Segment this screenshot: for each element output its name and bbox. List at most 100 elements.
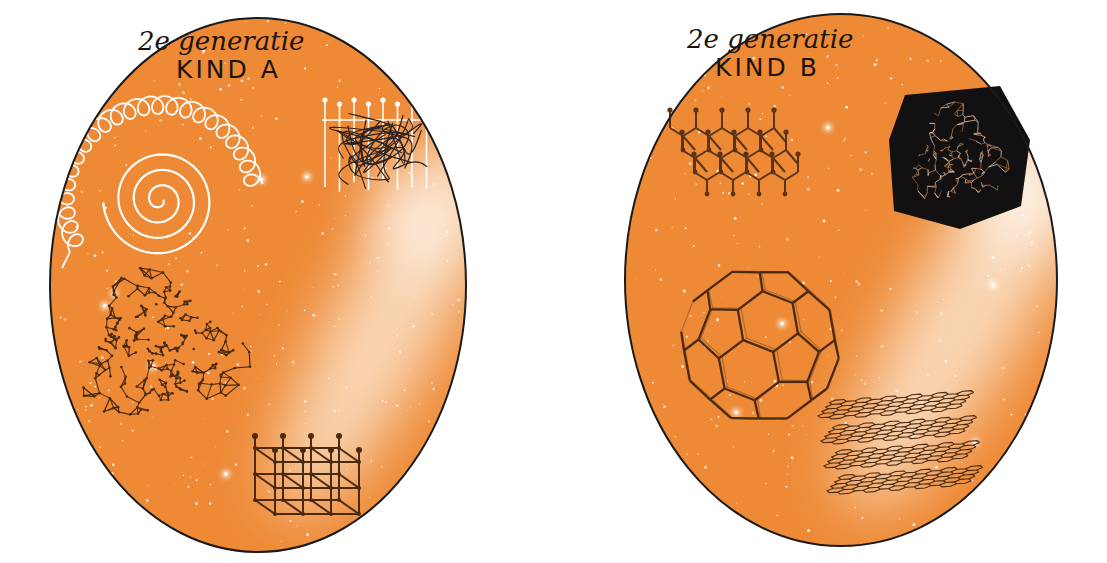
atom-dot <box>174 347 177 350</box>
bond-line <box>681 332 684 351</box>
bond-line <box>119 412 130 414</box>
bond-line <box>915 168 918 170</box>
bond-line <box>951 136 952 137</box>
atom-dot <box>878 377 880 379</box>
bond-line <box>787 400 811 418</box>
bond-line <box>976 168 981 170</box>
atom-dot <box>780 322 784 326</box>
bond-line <box>765 290 795 302</box>
atom-dot <box>114 137 116 139</box>
bond-line <box>303 461 331 463</box>
atom-dot <box>716 170 718 172</box>
atom-dot <box>280 540 282 542</box>
atom-dot <box>305 411 307 413</box>
bond-line <box>972 187 975 188</box>
atom-dot <box>166 367 169 370</box>
atom-dot <box>831 397 834 400</box>
atom-dot <box>194 329 197 332</box>
bond-line <box>139 395 145 403</box>
atom-dot <box>140 408 143 411</box>
bond-line <box>963 115 965 118</box>
atom-dot <box>734 411 738 415</box>
atom-dot <box>685 227 687 229</box>
illustration-part <box>814 390 975 420</box>
atom-dot <box>1003 399 1005 401</box>
atom-dot <box>991 283 995 287</box>
atom-dot <box>165 328 167 330</box>
bond-line <box>958 143 961 147</box>
atom-dot <box>111 355 114 358</box>
atom-dot <box>202 418 204 420</box>
atom-dot <box>128 346 131 349</box>
bond-line <box>829 310 834 340</box>
atom-dot <box>408 172 410 174</box>
bond-line <box>949 171 954 172</box>
atom-dot <box>146 499 148 501</box>
bond-line <box>935 160 936 165</box>
atom-dot <box>890 77 893 80</box>
atom-dot <box>136 315 139 318</box>
bond-line <box>935 186 936 187</box>
bond-line <box>210 331 213 340</box>
atom-dot <box>332 228 333 229</box>
atom-dot <box>452 304 453 305</box>
bond-line <box>963 174 967 176</box>
bond-line <box>283 473 311 475</box>
atom-dot <box>782 384 784 386</box>
atom-dot <box>220 391 223 394</box>
atom-dot <box>253 446 257 450</box>
bond-line <box>695 150 708 158</box>
bond-line <box>943 157 948 161</box>
atom-dot <box>748 267 749 268</box>
bond-line <box>982 186 983 187</box>
atom-dot <box>838 229 840 231</box>
atom-dot <box>112 463 115 466</box>
atom-dot <box>834 296 836 298</box>
child-label: KIND A <box>176 55 281 85</box>
atom-dot <box>304 310 306 312</box>
stars <box>60 20 460 549</box>
atom-dot <box>705 129 710 134</box>
atom-dot <box>279 280 281 282</box>
atom-dot <box>136 385 139 388</box>
atom-dot <box>239 189 240 190</box>
atom-dot <box>874 63 877 66</box>
atom-dot <box>118 318 121 321</box>
bond-line <box>810 351 822 381</box>
atom-dot <box>146 409 149 412</box>
bond-line <box>930 132 933 134</box>
atom-dot <box>175 385 178 388</box>
bond-line <box>324 100 326 187</box>
atom-dot <box>106 270 108 272</box>
atom-dot <box>225 334 228 337</box>
atom-dot <box>209 327 212 330</box>
bond-line <box>933 153 936 155</box>
bond-line <box>283 447 311 449</box>
bond-line <box>311 473 339 475</box>
bond-line <box>255 447 283 449</box>
bond-line <box>916 170 918 174</box>
atom-dot <box>697 454 699 456</box>
atom-dot <box>864 383 866 385</box>
bond-line <box>995 157 1001 163</box>
atom-dot <box>356 447 362 453</box>
atom-dot <box>885 102 887 104</box>
atom-dot <box>286 310 287 311</box>
bond-line <box>995 162 997 164</box>
atom-dot <box>304 67 306 69</box>
bond-line <box>933 146 935 151</box>
atom-dot <box>183 379 186 382</box>
bond-line <box>987 144 990 145</box>
bond-line <box>151 272 163 278</box>
atom-dot <box>795 151 800 156</box>
bond-line <box>988 154 989 156</box>
atom-dot <box>235 463 237 465</box>
bond-line <box>719 340 743 358</box>
atom-dot <box>802 425 803 426</box>
atom-dot <box>281 446 285 450</box>
atom-dot <box>164 386 167 389</box>
atom-dot <box>148 291 151 294</box>
atom-dot <box>782 86 784 88</box>
bond-line <box>707 172 720 180</box>
bond-line <box>964 165 967 166</box>
